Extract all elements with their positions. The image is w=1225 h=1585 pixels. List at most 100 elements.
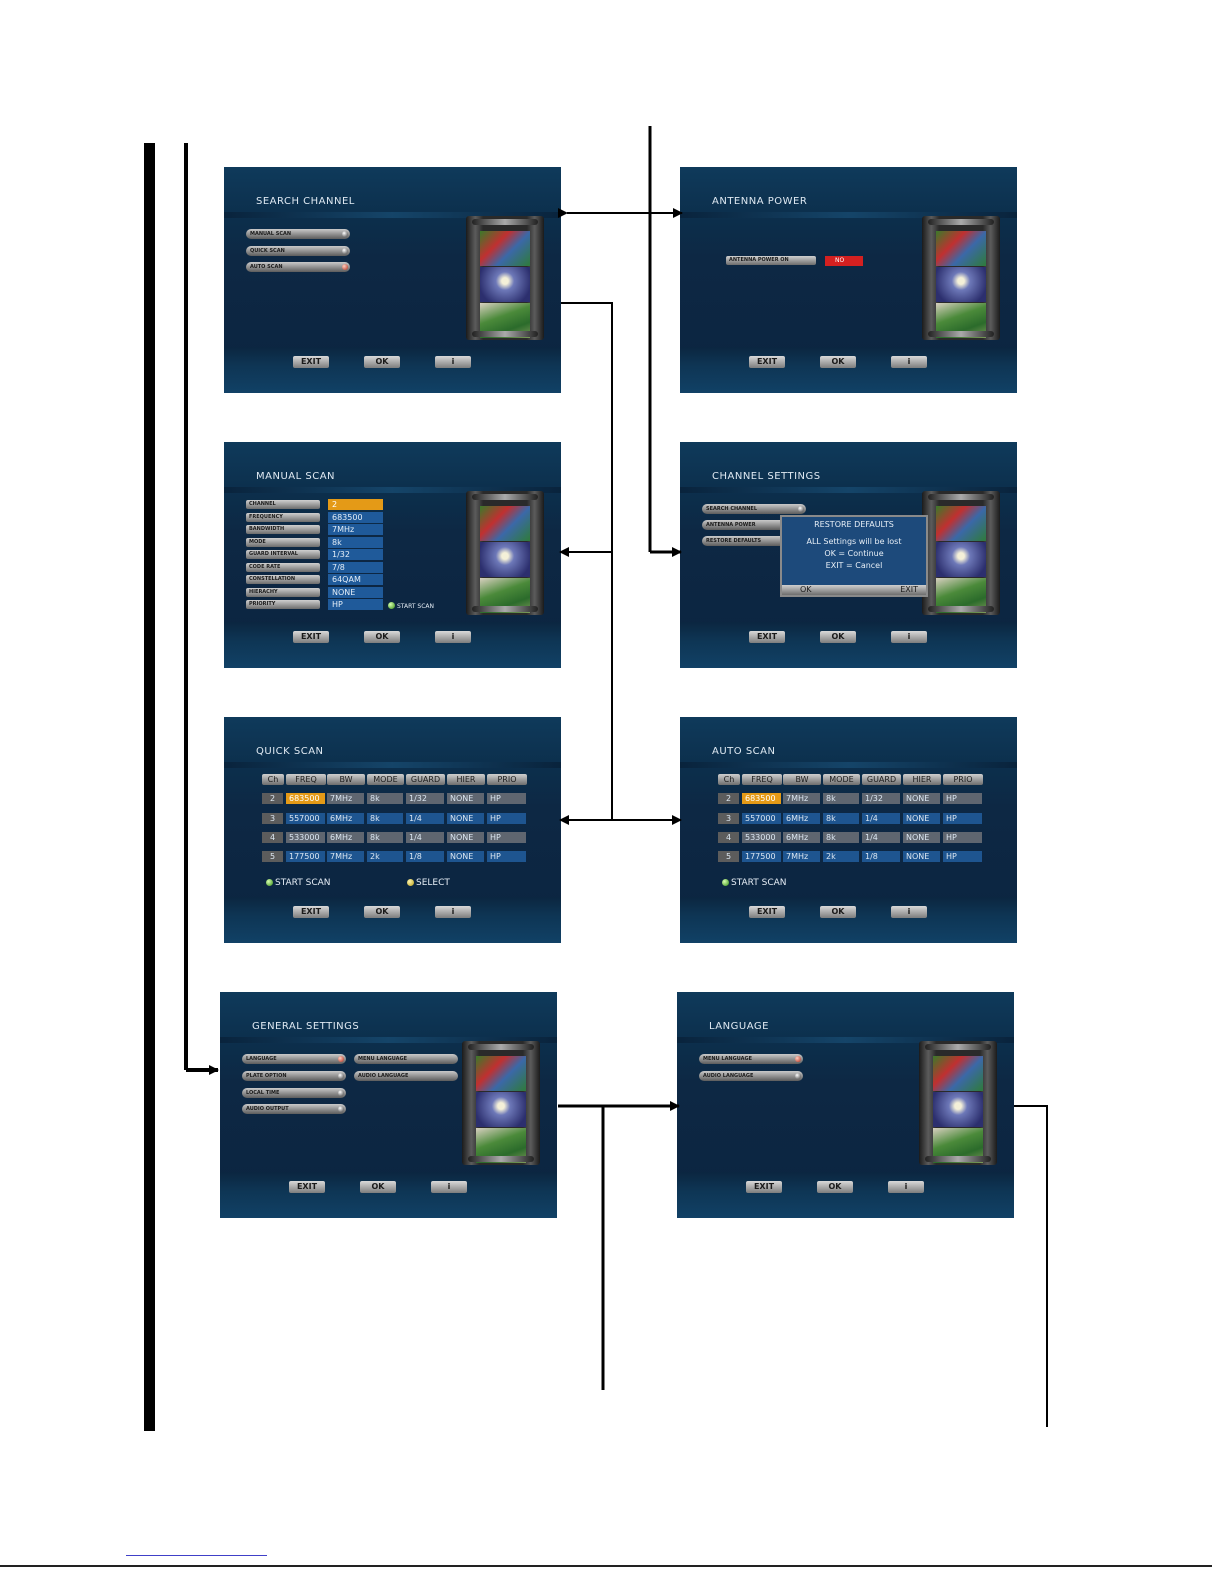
field-value[interactable]: 64QAM bbox=[328, 574, 383, 585]
table-cell[interactable]: 1/32 bbox=[862, 793, 900, 804]
dialog-ok-button[interactable]: OK bbox=[800, 585, 812, 594]
table-cell[interactable]: HP bbox=[943, 793, 982, 804]
field-value[interactable]: 2 bbox=[328, 499, 383, 510]
table-cell[interactable]: 533000 bbox=[286, 832, 325, 843]
table-cell[interactable]: 2k bbox=[367, 851, 403, 862]
table-cell[interactable]: 177500 bbox=[742, 851, 781, 862]
info-button[interactable]: i bbox=[435, 906, 471, 918]
table-cell[interactable]: 8k bbox=[823, 832, 859, 843]
table-cell[interactable]: NONE bbox=[447, 793, 484, 804]
antenna-power-on-label[interactable]: ANTENNA POWER ON bbox=[726, 256, 816, 265]
menu-item-menu-language[interactable]: MENU LANGUAGE bbox=[699, 1054, 803, 1064]
table-cell[interactable]: 7MHz bbox=[327, 851, 364, 862]
menu-item-manual-scan[interactable]: MANUAL SCAN bbox=[246, 229, 350, 239]
info-button[interactable]: i bbox=[891, 906, 927, 918]
table-cell[interactable]: 8k bbox=[367, 813, 403, 824]
ok-button[interactable]: OK bbox=[360, 1181, 396, 1193]
table-cell[interactable]: 1/8 bbox=[862, 851, 900, 862]
field-value[interactable]: NONE bbox=[328, 587, 383, 598]
submenu-item-menu-language[interactable]: MENU LANGUAGE bbox=[354, 1054, 458, 1064]
table-cell[interactable]: 1/4 bbox=[862, 832, 900, 843]
table-cell[interactable]: 8k bbox=[367, 793, 403, 804]
table-cell[interactable]: HP bbox=[943, 813, 982, 824]
table-cell[interactable]: 8k bbox=[823, 813, 859, 824]
table-cell[interactable]: NONE bbox=[447, 851, 484, 862]
menu-item-local-time[interactable]: LOCAL TIME bbox=[242, 1088, 346, 1098]
field-value[interactable]: 1/32 bbox=[328, 549, 383, 560]
info-button[interactable]: i bbox=[891, 631, 927, 643]
table-cell[interactable]: 1/4 bbox=[406, 813, 444, 824]
menu-item-plate-option[interactable]: PLATE OPTION bbox=[242, 1071, 346, 1081]
info-button[interactable]: i bbox=[435, 356, 471, 368]
antenna-power-value[interactable]: NO bbox=[825, 256, 863, 266]
exit-button[interactable]: EXIT bbox=[746, 1181, 782, 1193]
table-cell[interactable]: NONE bbox=[903, 851, 940, 862]
table-cell[interactable]: NONE bbox=[903, 813, 940, 824]
info-button[interactable]: i bbox=[891, 356, 927, 368]
table-cell[interactable]: HP bbox=[487, 832, 526, 843]
table-cell[interactable]: NONE bbox=[447, 832, 484, 843]
table-cell[interactable]: 7MHz bbox=[327, 793, 364, 804]
ok-button[interactable]: OK bbox=[364, 906, 400, 918]
select-action[interactable]: SELECT bbox=[407, 878, 450, 888]
table-cell[interactable]: 2k bbox=[823, 851, 859, 862]
table-cell[interactable]: 6MHz bbox=[327, 832, 364, 843]
ok-button[interactable]: OK bbox=[820, 356, 856, 368]
menu-item-audio-output[interactable]: AUDIO OUTPUT bbox=[242, 1104, 346, 1114]
info-button[interactable]: i bbox=[435, 631, 471, 643]
info-button[interactable]: i bbox=[888, 1181, 924, 1193]
table-cell[interactable]: NONE bbox=[903, 832, 940, 843]
exit-button[interactable]: EXIT bbox=[749, 356, 785, 368]
ok-button[interactable]: OK bbox=[817, 1181, 853, 1193]
field-value[interactable]: 7MHz bbox=[328, 524, 383, 535]
table-cell[interactable]: 683500 bbox=[286, 793, 325, 804]
menu-item-language[interactable]: LANGUAGE bbox=[242, 1054, 346, 1064]
menu-item-audio-language[interactable]: AUDIO LANGUAGE bbox=[699, 1071, 803, 1081]
table-cell[interactable]: 8k bbox=[367, 832, 403, 843]
table-cell[interactable]: 6MHz bbox=[327, 813, 364, 824]
table-cell[interactable]: 7MHz bbox=[783, 851, 820, 862]
table-cell[interactable]: 7MHz bbox=[783, 793, 820, 804]
submenu-item-audio-language[interactable]: AUDIO LANGUAGE bbox=[354, 1071, 458, 1081]
start-scan-action[interactable]: START SCAN bbox=[388, 602, 434, 610]
table-cell[interactable]: 6MHz bbox=[783, 832, 820, 843]
table-cell[interactable]: 1/32 bbox=[406, 793, 444, 804]
exit-button[interactable]: EXIT bbox=[749, 631, 785, 643]
table-cell[interactable]: HP bbox=[487, 793, 526, 804]
ok-button[interactable]: OK bbox=[364, 356, 400, 368]
ok-button[interactable]: OK bbox=[820, 906, 856, 918]
info-button[interactable]: i bbox=[431, 1181, 467, 1193]
table-cell[interactable]: HP bbox=[487, 851, 526, 862]
menu-item-search-channel[interactable]: SEARCH CHANNEL bbox=[702, 504, 806, 514]
table-cell[interactable]: NONE bbox=[903, 793, 940, 804]
table-cell[interactable]: 1/8 bbox=[406, 851, 444, 862]
menu-item-quick-scan[interactable]: QUICK SCAN bbox=[246, 246, 350, 256]
exit-button[interactable]: EXIT bbox=[293, 906, 329, 918]
table-cell[interactable]: 1/4 bbox=[862, 813, 900, 824]
table-cell[interactable]: HP bbox=[943, 832, 982, 843]
exit-button[interactable]: EXIT bbox=[293, 356, 329, 368]
ok-button[interactable]: OK bbox=[820, 631, 856, 643]
table-cell[interactable]: 6MHz bbox=[783, 813, 820, 824]
field-value[interactable]: HP bbox=[328, 599, 383, 610]
field-value[interactable]: 683500 bbox=[328, 512, 383, 523]
start-scan-action[interactable]: START SCAN bbox=[266, 878, 331, 888]
table-cell[interactable]: HP bbox=[943, 851, 982, 862]
table-cell[interactable]: 177500 bbox=[286, 851, 325, 862]
table-cell[interactable]: 683500 bbox=[742, 793, 781, 804]
table-cell[interactable]: 8k bbox=[823, 793, 859, 804]
field-value[interactable]: 8k bbox=[328, 537, 383, 548]
field-value[interactable]: 7/8 bbox=[328, 562, 383, 573]
exit-button[interactable]: EXIT bbox=[293, 631, 329, 643]
table-cell[interactable]: HP bbox=[487, 813, 526, 824]
menu-item-auto-scan[interactable]: AUTO SCAN bbox=[246, 262, 350, 272]
dialog-exit-button[interactable]: EXIT bbox=[900, 585, 918, 594]
table-cell[interactable]: 557000 bbox=[286, 813, 325, 824]
ok-button[interactable]: OK bbox=[364, 631, 400, 643]
exit-button[interactable]: EXIT bbox=[749, 906, 785, 918]
table-cell[interactable]: 557000 bbox=[742, 813, 781, 824]
table-cell[interactable]: 1/4 bbox=[406, 832, 444, 843]
table-cell[interactable]: 533000 bbox=[742, 832, 781, 843]
exit-button[interactable]: EXIT bbox=[289, 1181, 325, 1193]
start-scan-action[interactable]: START SCAN bbox=[722, 878, 787, 888]
